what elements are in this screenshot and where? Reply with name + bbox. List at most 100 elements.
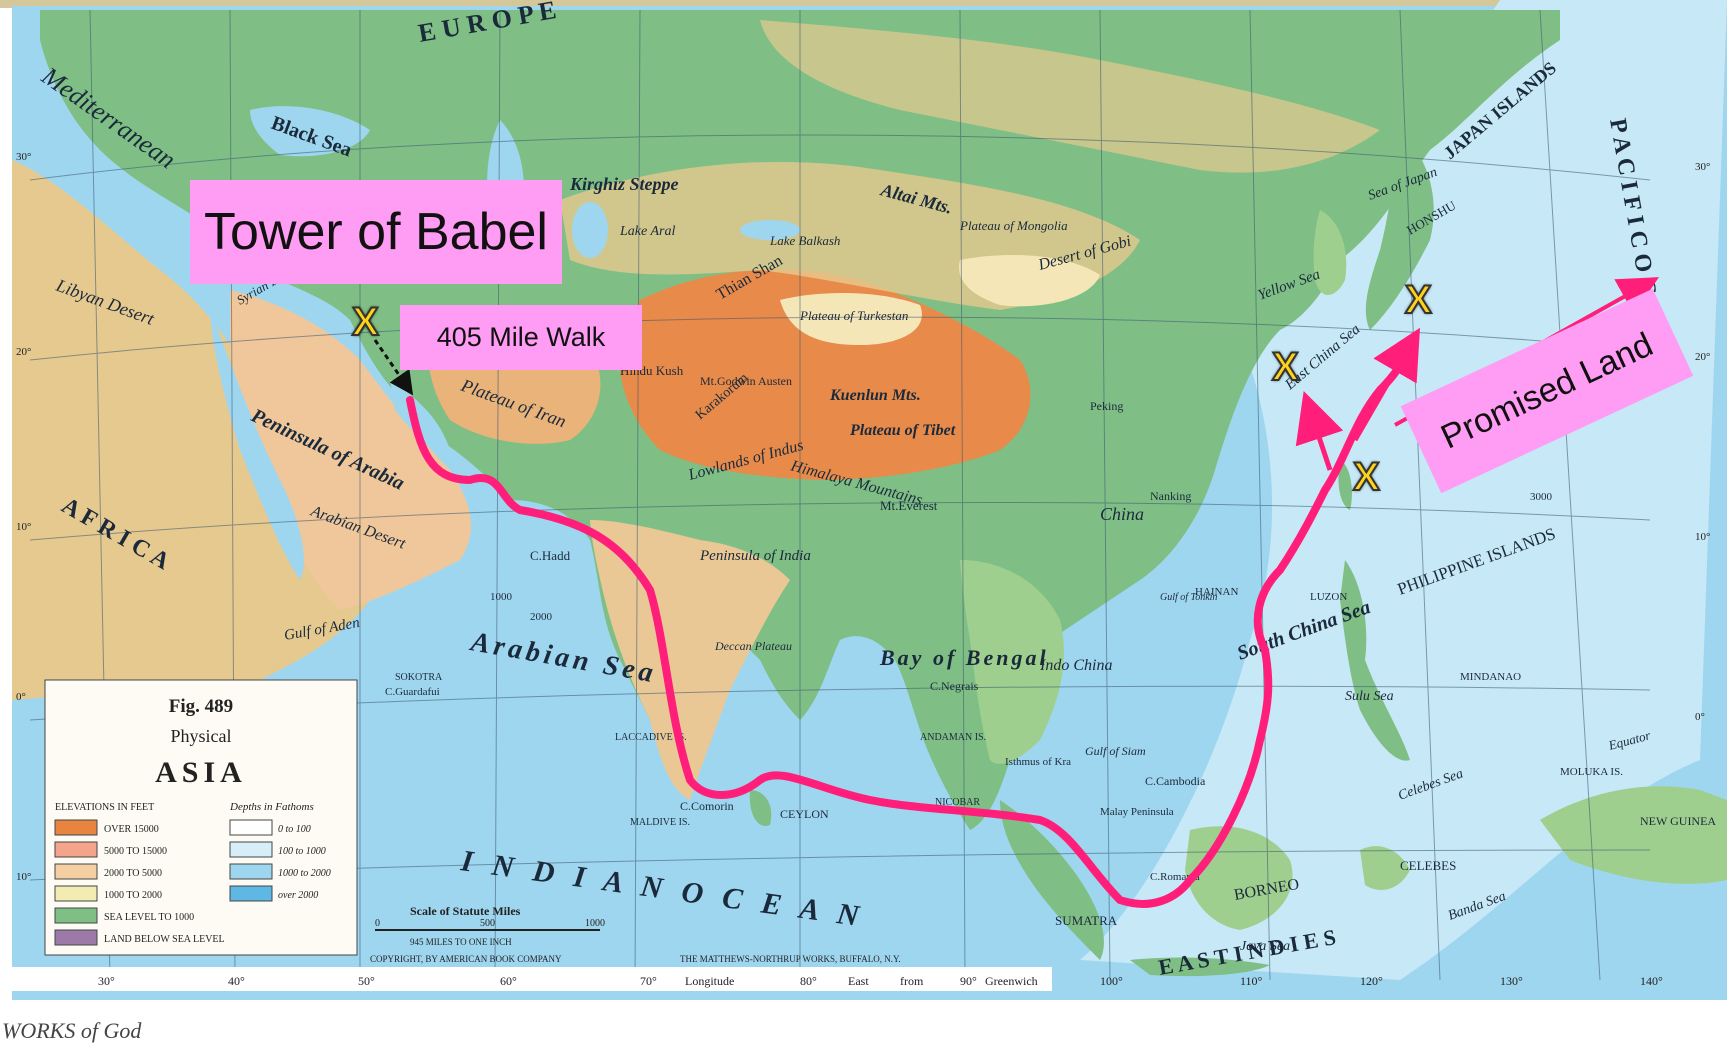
legend-elev-swatch (54, 885, 98, 902)
latitude-label: 10° (16, 521, 31, 533)
label-c-negrais: C.Negrais (930, 679, 979, 693)
java-island (1130, 957, 1270, 977)
label-tibet: Plateau of Tibet (849, 422, 956, 439)
turkestan-desert (780, 293, 922, 345)
tower-of-babel-label: Tower of Babel (204, 203, 548, 261)
black-sea (250, 106, 370, 157)
ceylon-island (749, 790, 772, 826)
legend-title: ASIA (155, 756, 247, 789)
korea-peninsula (1313, 210, 1347, 295)
longitude-labels: 30°40°50°60°70°80°90°100°110°120°130°140… (98, 974, 1663, 988)
label-indo-china: Indo China (1039, 657, 1112, 674)
legend-elev-label: 1000 TO 2000 (104, 890, 162, 901)
works-credit: THE MATTHEWS-NORTHRUP WORKS, BUFFALO, N.… (680, 954, 901, 964)
marker-formosa: X (1352, 454, 1381, 500)
latitude-label: 30° (16, 151, 31, 163)
legend-elev-swatch (54, 819, 98, 836)
longitude-label: 80° (800, 974, 817, 988)
siberia-uplands (760, 20, 1380, 173)
legend-depth-label: 100 to 1000 (278, 846, 326, 857)
tower-of-babel-callout: Tower of Babel (190, 180, 562, 284)
label-godwin: Mt.Godwin Austen (700, 374, 792, 388)
gobi-desert (959, 255, 1100, 307)
route-branch-japan (1352, 327, 1421, 442)
label-peking: Peking (1090, 399, 1123, 413)
longitude-caption: from (900, 974, 924, 988)
latitude-labels-right: 30°20°10°0° (1695, 161, 1710, 723)
label-isthmus: Isthmus of Kra (1005, 756, 1071, 768)
persian-gulf (390, 380, 450, 450)
marker-china-north: X (1271, 344, 1300, 390)
label-sumatra: SUMATRA (1055, 913, 1118, 928)
indochina-peninsula (960, 560, 1064, 764)
label-luzon: LUZON (1310, 591, 1347, 603)
longitude-label: 90° (960, 974, 977, 988)
map-top-border (0, 0, 1727, 8)
legend-depth-heading: Depths in Fathoms (229, 801, 314, 813)
legend-elev-label: LAND BELOW SEA LEVEL (104, 934, 225, 945)
label-maldive: MALDIVE IS. (630, 817, 690, 828)
longitude-label: 50° (358, 974, 375, 988)
label-bay-bengal: Bay of Bengal (879, 645, 1049, 670)
label-sulu-sea: Sulu Sea (1345, 689, 1394, 704)
label-mongolia: Plateau of Mongolia (959, 218, 1068, 233)
latitude-label: 0° (16, 691, 26, 703)
label-turkestan: Plateau of Turkestan (799, 308, 908, 323)
latitude-label: 10° (1695, 531, 1710, 543)
legend-depth-label: 0 to 100 (278, 824, 311, 835)
lake-balkash (740, 220, 800, 240)
new-guinea-island (1540, 786, 1727, 884)
formosa-island (1338, 460, 1352, 510)
lake-aral (572, 202, 608, 258)
longitude-label: 100° (1100, 974, 1123, 988)
legend-elev-heading: ELEVATIONS IN FEET (55, 802, 154, 813)
label-hainan: HAINAN (1195, 586, 1238, 598)
publisher-watermark: WORKS of God (2, 1018, 142, 1043)
latitude-label: 0° (1695, 711, 1705, 723)
label-gulf-tonkin: Gulf of Tonkin (1160, 592, 1217, 603)
scale-bar: Scale of Statute Miles 0 500 1000 945 MI… (370, 904, 901, 964)
legend-elev-label: SEA LEVEL TO 1000 (104, 912, 194, 923)
legend-depth-label: 1000 to 2000 (278, 868, 331, 879)
label-java-sea: Java Sea (1240, 939, 1290, 954)
scale-title: Scale of Statute Miles (410, 904, 521, 918)
label-nanking: Nanking (1150, 489, 1191, 503)
label-india: Peninsula of India (699, 548, 811, 564)
walk-label: 405 Mile Walk (436, 322, 606, 352)
label-c-comorin: C.Comorin (680, 799, 734, 813)
legend-panel: Fig. 489 Physical ASIA ELEVATIONS IN FEE… (44, 679, 358, 956)
walk-callout: 405 Mile Walk (400, 305, 642, 370)
label-kirghiz: Kirghiz Steppe (569, 174, 679, 194)
scale-sub: 945 MILES TO ONE INCH (410, 937, 512, 947)
label-laccadive: LACCADIVE IS. (615, 732, 687, 743)
legend-elev-swatch (54, 929, 98, 946)
latitude-label: 20° (16, 346, 31, 358)
scale-tick-0: 0 (375, 918, 380, 929)
japan-islands (1365, 130, 1434, 330)
longitude-label: 130° (1500, 974, 1523, 988)
longitude-caption: Greenwich (985, 974, 1038, 988)
label-gulf-siam: Gulf of Siam (1085, 744, 1146, 758)
legend-depth-swatch (229, 885, 273, 902)
label-china: China (1100, 504, 1144, 524)
longitude-label: 110° (1240, 974, 1263, 988)
red-sea (210, 310, 304, 580)
longitude-label: 70° (640, 974, 657, 988)
label-lake-aral: Lake Aral (619, 224, 675, 239)
label-new-guinea: NEW GUINEA (1640, 814, 1716, 828)
latitude-labels-left: 30°20°10°0°10° (16, 151, 31, 883)
scale-tick-1000: 1000 (585, 918, 605, 929)
label-andaman: ANDAMAN IS. (920, 732, 986, 743)
walk-arrow (373, 339, 414, 396)
legend-elev-label: 5000 TO 15000 (104, 846, 167, 857)
longitude-strip (12, 967, 1052, 991)
label-lake-balkash: Lake Balkash (769, 233, 840, 248)
legend-elev-label: OVER 15000 (104, 824, 159, 835)
label-sokotra: SOKOTRA (395, 672, 443, 683)
label-c-guardafui: C.Guardafui (385, 686, 440, 698)
tibet-plateau (619, 269, 1031, 480)
migration-route (406, 336, 1419, 908)
legend-depth-swatch (229, 841, 273, 858)
label-nicobar: NICOBAR (935, 797, 980, 808)
